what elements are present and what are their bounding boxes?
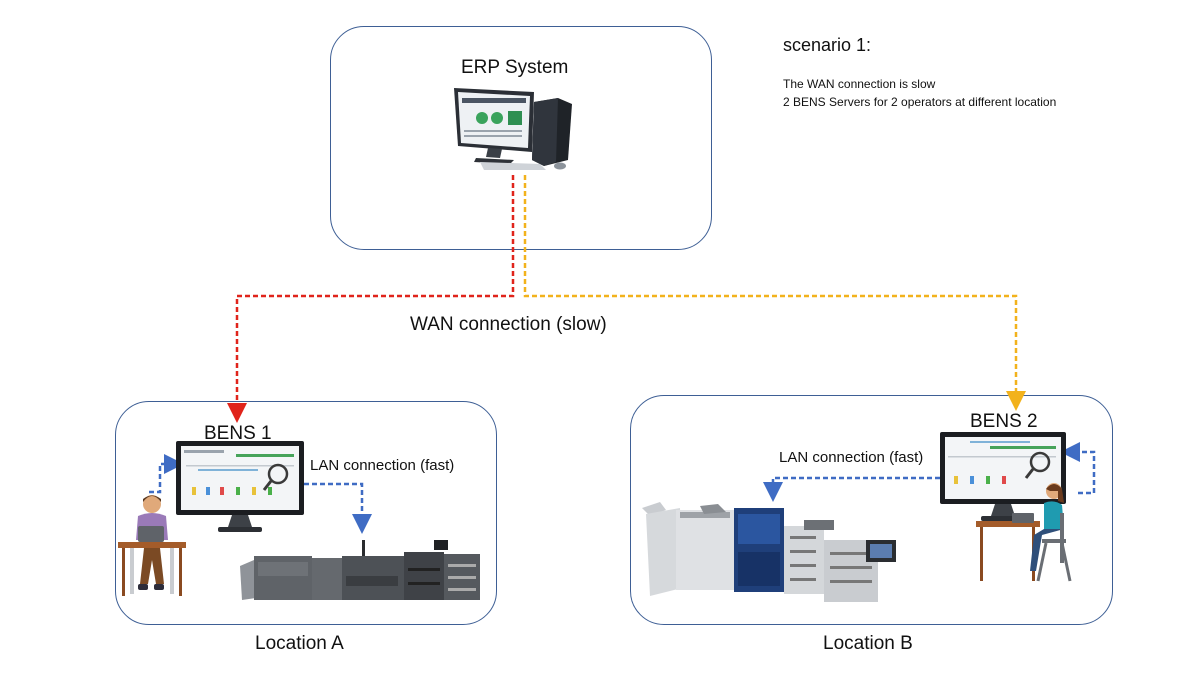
bens1-monitor-illustration bbox=[176, 441, 304, 532]
scenario-line-1: The WAN connection is slow bbox=[783, 77, 936, 91]
bens2-label: BENS 2 bbox=[970, 411, 1038, 432]
location-b-label: Location B bbox=[823, 633, 913, 654]
operator-a-illustration bbox=[118, 495, 186, 596]
lan-line-b-operator bbox=[1060, 442, 1096, 495]
erp-system-title: ERP System bbox=[461, 57, 569, 78]
bens2-monitor-illustration bbox=[940, 432, 1066, 521]
lan-line-a-printer bbox=[304, 482, 372, 534]
wan-line-red bbox=[227, 175, 515, 423]
printer-a-illustration bbox=[240, 540, 480, 600]
lan-line-b-printer bbox=[763, 476, 940, 502]
wan-line-yellow bbox=[523, 175, 1026, 411]
location-a-label: Location A bbox=[255, 633, 344, 654]
lan-label-b: LAN connection (fast) bbox=[779, 449, 924, 466]
operator-b-illustration bbox=[976, 483, 1072, 582]
erp-workstation-illustration bbox=[454, 88, 572, 170]
wan-connection-label: WAN connection (slow) bbox=[410, 314, 607, 335]
lan-line-a-operator bbox=[149, 454, 184, 494]
scenario-line-2: 2 BENS Servers for 2 operators at differ… bbox=[783, 95, 1057, 109]
lan-label-a: LAN connection (fast) bbox=[310, 457, 455, 474]
bens1-label: BENS 1 bbox=[204, 423, 272, 444]
printer-b-illustration bbox=[642, 502, 896, 602]
scenario-heading: scenario 1: bbox=[783, 35, 872, 55]
